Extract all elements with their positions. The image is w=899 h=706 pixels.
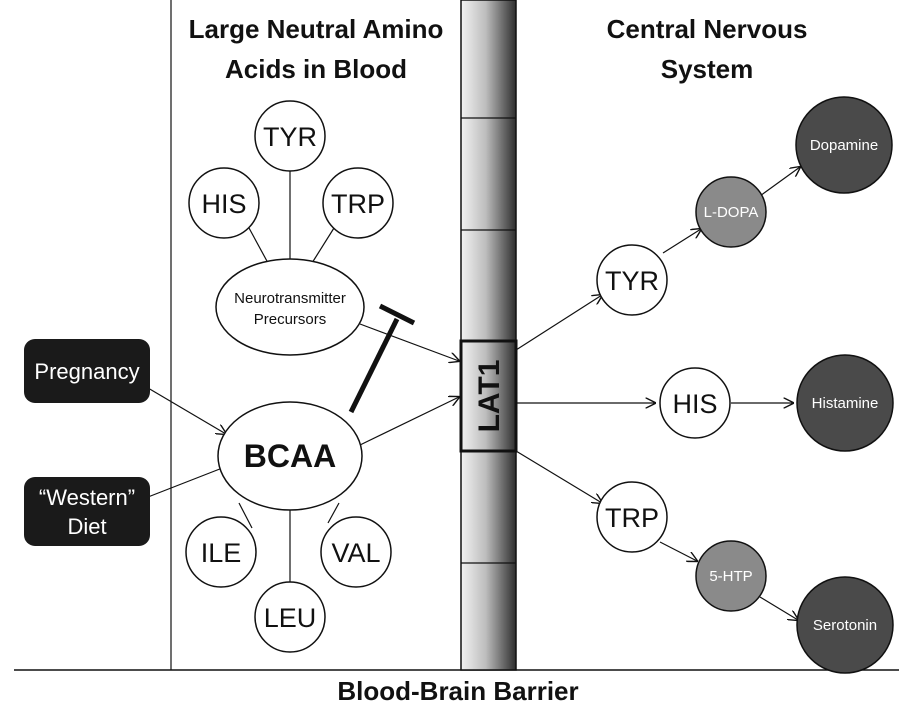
- blood-brain-barrier-column: [460, 0, 517, 671]
- serotonin-node: Serotonin: [796, 576, 894, 674]
- ldopa-node: L-DOPA: [695, 176, 767, 248]
- ldopa-label: L-DOPA: [704, 204, 759, 221]
- cns-tyr-node: TYR: [596, 244, 668, 316]
- cns-his-node: HIS: [659, 367, 731, 439]
- arrows: [147, 167, 800, 620]
- precursors-label-line1: Neurotransmitter: [234, 290, 346, 307]
- histamine-label: Histamine: [812, 395, 879, 412]
- western-diet-box: “Western” Diet: [24, 477, 150, 546]
- blood-tyr-node: TYR: [254, 100, 326, 172]
- blood-header-line1: Large Neutral Amino: [189, 14, 444, 44]
- dopamine-label: Dopamine: [810, 137, 878, 154]
- neurotransmitter-precursors-node: Neurotransmitter Precursors: [215, 258, 365, 356]
- bcaa-node: BCAA: [217, 401, 363, 511]
- cns-trp-node: TRP: [596, 481, 668, 553]
- htp-node: 5-HTP: [695, 540, 767, 612]
- barrier-label: Blood-Brain Barrier: [337, 676, 578, 706]
- leu-label: LEU: [264, 603, 317, 633]
- blood-val-node: VAL: [320, 516, 392, 588]
- htp-label: 5-HTP: [709, 568, 752, 585]
- val-label: VAL: [331, 538, 380, 568]
- cns-header-line2: System: [661, 54, 754, 84]
- dopamine-node: Dopamine: [795, 96, 893, 194]
- serotonin-label: Serotonin: [813, 617, 877, 634]
- blood-his-node: HIS: [188, 167, 260, 239]
- bcaa-label: BCAA: [244, 438, 336, 474]
- blood-ile-node: ILE: [185, 516, 257, 588]
- blood-trp-node: TRP: [322, 167, 394, 239]
- blood-connectors: [238, 168, 340, 582]
- ile-label: ILE: [201, 538, 242, 568]
- lat1-label: LAT1: [473, 360, 506, 433]
- cns-tyr-label: TYR: [605, 266, 659, 296]
- blood-trp-label: TRP: [331, 189, 385, 219]
- precursors-label-line2: Precursors: [254, 311, 327, 328]
- cns-his-label: HIS: [672, 389, 717, 419]
- blood-header-line2: Acids in Blood: [225, 54, 407, 84]
- blood-leu-node: LEU: [254, 581, 326, 653]
- cns-header-line1: Central Nervous: [607, 14, 808, 44]
- pregnancy-box: Pregnancy: [24, 339, 150, 403]
- histamine-node: Histamine: [796, 354, 894, 452]
- western-diet-label-line1: “Western”: [39, 485, 135, 510]
- blood-tyr-label: TYR: [263, 122, 317, 152]
- pregnancy-label: Pregnancy: [34, 359, 139, 384]
- western-diet-label-line2: Diet: [67, 514, 106, 539]
- cns-trp-label: TRP: [605, 503, 659, 533]
- blood-his-label: HIS: [201, 189, 246, 219]
